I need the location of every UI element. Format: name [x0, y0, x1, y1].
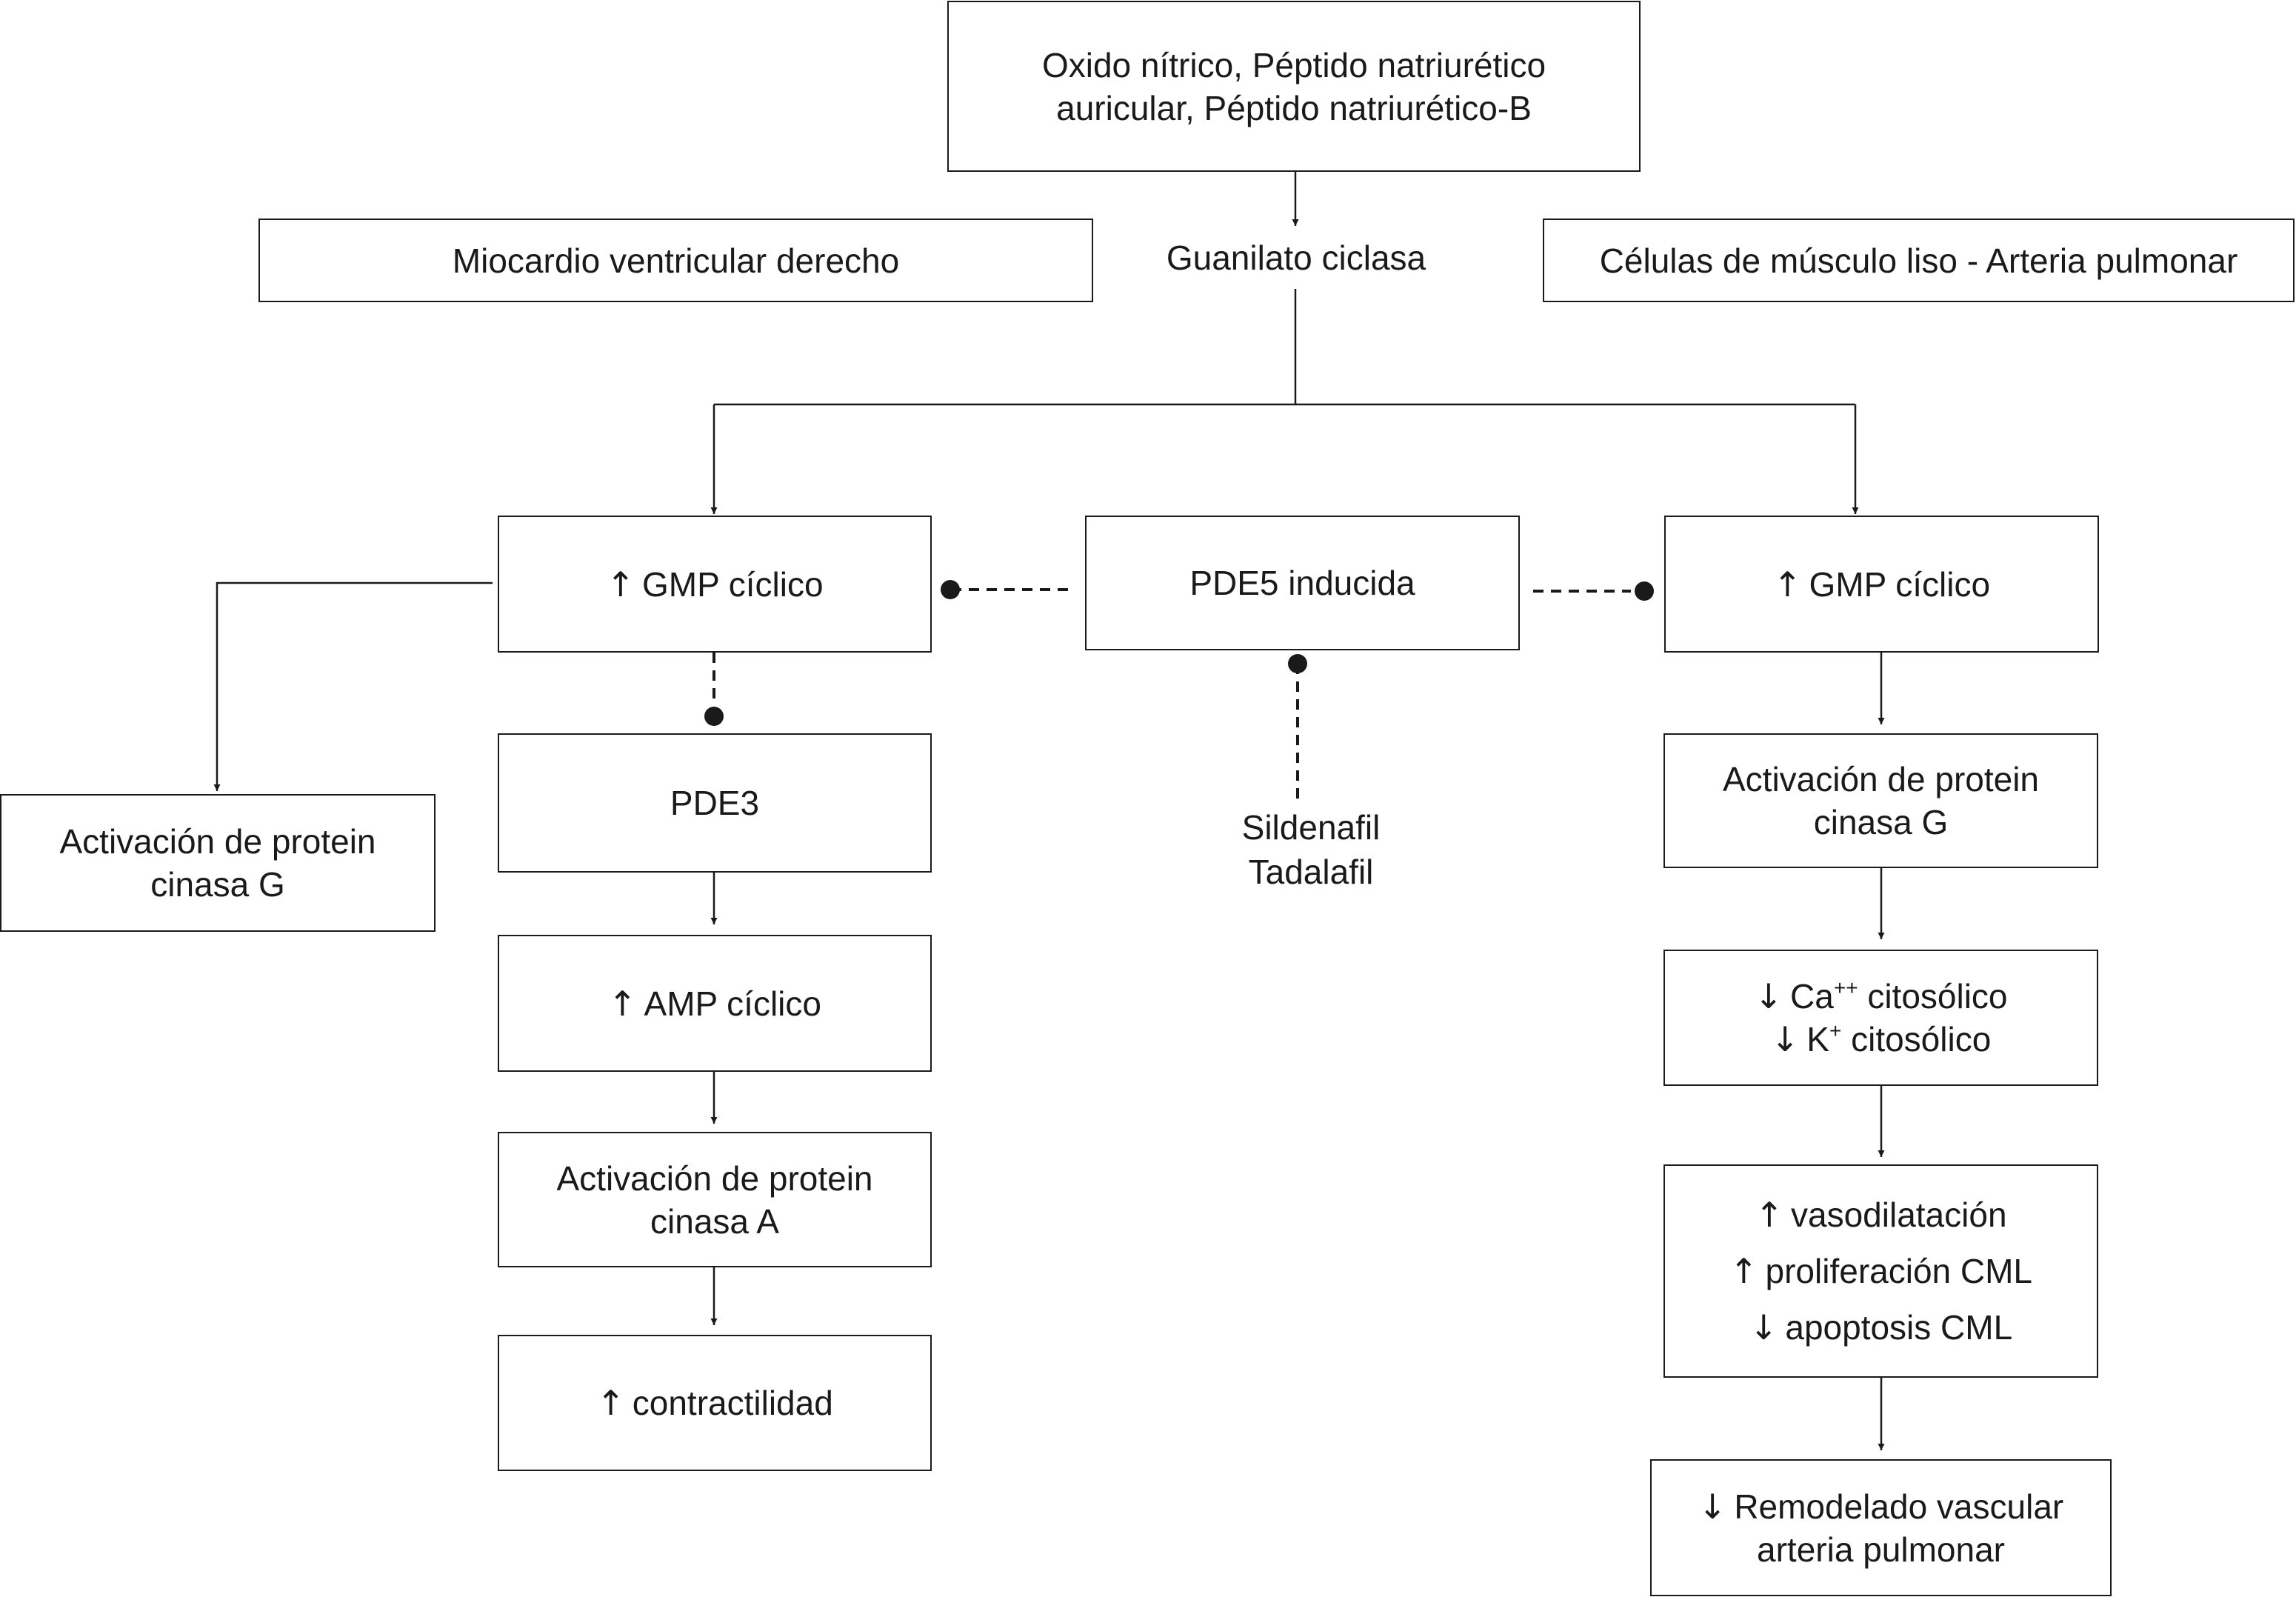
up-arrow-icon: ↑ — [606, 564, 635, 604]
box-right-cgmp: ↑GMP cíclico — [1664, 516, 2099, 653]
box-nitric-oxide-peptides: Oxido nítrico, Péptido natriurético auri… — [947, 1, 1641, 172]
effect-apoptosis-text: apoptosis CML — [1785, 1308, 2013, 1347]
far-left-pkg-line-2: cinasa G — [150, 865, 285, 904]
effect-vasodilation-text: vasodilatación — [1791, 1196, 2007, 1234]
right-cgmp-line: ↑GMP cíclico — [1773, 563, 1990, 606]
calcium-symbol: Ca — [1790, 977, 1834, 1016]
left-cgmp-line: ↑GMP cíclico — [606, 563, 823, 606]
camp-line: ↑AMP cíclico — [608, 982, 821, 1025]
inhibit-dot-pde3 — [704, 707, 724, 726]
effect-vasodilation: ↑vasodilatación — [1755, 1187, 2006, 1243]
up-arrow-icon: ↑ — [608, 983, 637, 1024]
box-pka-activation: Activación de protein cinasa A — [498, 1132, 932, 1267]
calcium-charge: ++ — [1833, 976, 1858, 999]
pde5-text: PDE5 inducida — [1189, 564, 1415, 602]
remodel-text-1: Remodelado vascular — [1734, 1487, 2064, 1526]
inhibit-dot-pde5 — [1288, 654, 1307, 673]
down-arrow-icon: ↓ — [1749, 1307, 1778, 1347]
pka-line-2: cinasa A — [650, 1201, 779, 1241]
inhibit-dot-left-gmp — [941, 580, 960, 599]
box-induced-pde5: PDE5 inducida — [1085, 516, 1520, 650]
effect-apoptosis: ↓apoptosis CML — [1749, 1299, 2012, 1356]
inhibit-dot-right-gmp — [1635, 581, 1654, 601]
left-cgmp-text: GMP cíclico — [642, 564, 824, 604]
box-vascular-effects: ↑vasodilatación ↑proliferación CML ↓apop… — [1663, 1164, 2098, 1378]
box-far-left-pkg-activation: Activación de protein cinasa G — [0, 794, 435, 932]
right-pkg-line-2: cinasa G — [1813, 803, 1949, 841]
box-left-cgmp: ↑GMP cíclico — [498, 516, 932, 653]
box-contractility: ↑contractilidad — [498, 1335, 932, 1471]
remodel-line-1: ↓Remodelado vascular — [1698, 1485, 2063, 1528]
contractility-line: ↑contractilidad — [596, 1381, 833, 1424]
box-vascular-remodeling: ↓Remodelado vascular arteria pulmonar — [1650, 1459, 2112, 1596]
calcium-suffix: citosólico — [1858, 977, 2008, 1016]
remodel-line-2: arteria pulmonar — [1757, 1530, 2005, 1569]
up-arrow-icon: ↑ — [1772, 564, 1802, 604]
box-pulmonary-smooth-muscle: Células de músculo liso - Arteria pulmon… — [1543, 219, 2295, 302]
top-line-1: Oxido nítrico, Péptido natriurético — [1041, 45, 1546, 84]
top-line-2: auricular, Péptido natriurético-B — [1056, 88, 1532, 127]
box-right-ventricular-myocardium: Miocardio ventricular derecho — [258, 219, 1093, 302]
potassium-suffix: citosólico — [1841, 1020, 1992, 1058]
box-pde3: PDE3 — [498, 733, 932, 873]
down-arrow-icon: ↓ — [1698, 1486, 1727, 1527]
center-label-text: Guanilato ciclasa — [1166, 239, 1426, 277]
far-left-pkg-line-1: Activación de protein — [59, 822, 376, 861]
potassium-charge: + — [1829, 1018, 1842, 1042]
potassium-symbol: K — [1806, 1020, 1829, 1058]
arrow-to-far-left-pkg — [213, 581, 493, 791]
effect-proliferation-text: proliferación CML — [1765, 1252, 2033, 1290]
calcium-line: ↓Ca++ citosólico — [1754, 975, 2007, 1018]
right-pkg-line-1: Activación de protein — [1722, 760, 2040, 798]
drug-sildenafil: Sildenafil — [1241, 808, 1381, 847]
box-cytosolic-ions: ↓Ca++ citosólico ↓K+ citosólico — [1663, 950, 2098, 1086]
up-arrow-icon: ↑ — [1755, 1195, 1783, 1235]
potassium-line: ↓K+ citosólico — [1771, 1018, 1992, 1061]
effect-proliferation: ↑proliferación CML — [1729, 1243, 2032, 1299]
right-header-text: Células de músculo liso - Arteria pulmon… — [1599, 241, 2238, 280]
box-camp: ↑AMP cíclico — [498, 935, 932, 1072]
up-arrow-icon: ↑ — [596, 1383, 625, 1423]
pde3-text: PDE3 — [670, 784, 760, 822]
left-header-text: Miocardio ventricular derecho — [452, 241, 900, 280]
down-arrow-icon: ↓ — [1754, 976, 1783, 1016]
label-pde5-inhibitors: Sildenafil Tadalafil — [1163, 801, 1459, 898]
down-arrow-icon: ↓ — [1770, 1019, 1800, 1059]
up-arrow-icon: ↑ — [1729, 1251, 1758, 1291]
right-cgmp-text: GMP cíclico — [1809, 564, 1991, 604]
pka-line-1: Activación de protein — [556, 1158, 873, 1198]
camp-text: AMP cíclico — [644, 984, 821, 1023]
drug-tadalafil: Tadalafil — [1248, 853, 1374, 891]
label-guanylate-cyclase: Guanilato ciclasa — [1111, 232, 1481, 284]
contractility-text: contractilidad — [632, 1384, 833, 1422]
box-right-pkg-activation: Activación de protein cinasa G — [1663, 733, 2098, 868]
